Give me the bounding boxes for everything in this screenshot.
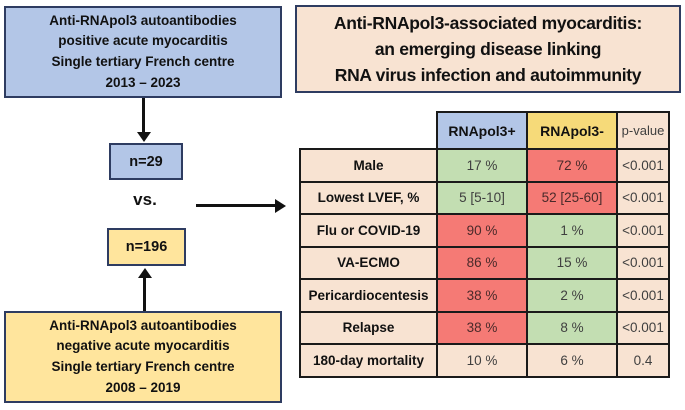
positive-value-cell: 86 % <box>436 245 528 280</box>
positive-value-cell: 5 [5-10] <box>436 180 528 215</box>
table-row: Pericardiocentesis 38 % 2 % <0.001 <box>299 278 670 313</box>
column-header-rnapol3-negative: RNApol3- <box>526 111 618 150</box>
row-label: VA-ECMO <box>299 245 438 280</box>
row-label: Lowest LVEF, % <box>299 180 438 215</box>
pvalue-cell: <0.001 <box>616 213 670 248</box>
row-label: Pericardiocentesis <box>299 278 438 313</box>
n-negative-box: n=196 <box>107 228 186 266</box>
table-row: Lowest LVEF, % 5 [5-10] 52 [25-60] <0.00… <box>299 180 670 215</box>
n-positive-box: n=29 <box>109 143 183 180</box>
negative-value-cell: 1 % <box>526 213 618 248</box>
negative-value-cell: 52 [25-60] <box>526 180 618 215</box>
row-label: Male <box>299 148 438 183</box>
cohort-negative-box: Anti-RNApol3 autoantibodies negative acu… <box>4 311 282 403</box>
table-row: Flu or COVID-19 90 % 1 % <0.001 <box>299 213 670 248</box>
cohort-positive-box: Anti-RNApol3 autoantibodies positive acu… <box>4 6 282 98</box>
blank-header-cell <box>300 112 437 149</box>
figure-title: Anti-RNApol3-associated myocarditis: an … <box>295 5 681 93</box>
arrow-right-icon <box>196 204 276 207</box>
positive-value-cell: 38 % <box>436 310 528 345</box>
table-row: Male 17 % 72 % <0.001 <box>299 148 670 183</box>
table-row: 180-day mortality 10 % 6 % 0.4 <box>299 343 670 378</box>
negative-value-cell: 72 % <box>526 148 618 183</box>
comparison-table: RNApol3+ RNApol3- p-value Male 17 % 72 %… <box>299 111 670 378</box>
positive-value-cell: 38 % <box>436 278 528 313</box>
arrow-up-icon <box>143 277 146 311</box>
pvalue-cell: <0.001 <box>616 148 670 183</box>
positive-value-cell: 17 % <box>436 148 528 183</box>
pvalue-cell: <0.001 <box>616 278 670 313</box>
pvalue-cell: <0.001 <box>616 245 670 280</box>
pvalue-cell: <0.001 <box>616 180 670 215</box>
vs-label: vs. <box>133 190 157 209</box>
column-header-rnapol3-positive: RNApol3+ <box>436 111 528 150</box>
negative-value-cell: 2 % <box>526 278 618 313</box>
pvalue-cell: <0.001 <box>616 310 670 345</box>
table-header-row: RNApol3+ RNApol3- p-value <box>300 111 670 150</box>
row-label: 180-day mortality <box>299 343 438 378</box>
negative-value-cell: 15 % <box>526 245 618 280</box>
table-row: VA-ECMO 86 % 15 % <0.001 <box>299 245 670 280</box>
arrow-down-icon <box>142 98 145 133</box>
negative-value-cell: 8 % <box>526 310 618 345</box>
column-header-pvalue: p-value <box>616 111 670 150</box>
negative-value-cell: 6 % <box>526 343 618 378</box>
positive-value-cell: 10 % <box>436 343 528 378</box>
pvalue-cell: 0.4 <box>616 343 670 378</box>
row-label: Relapse <box>299 310 438 345</box>
row-label: Flu or COVID-19 <box>299 213 438 248</box>
positive-value-cell: 90 % <box>436 213 528 248</box>
table-row: Relapse 38 % 8 % <0.001 <box>299 310 670 345</box>
